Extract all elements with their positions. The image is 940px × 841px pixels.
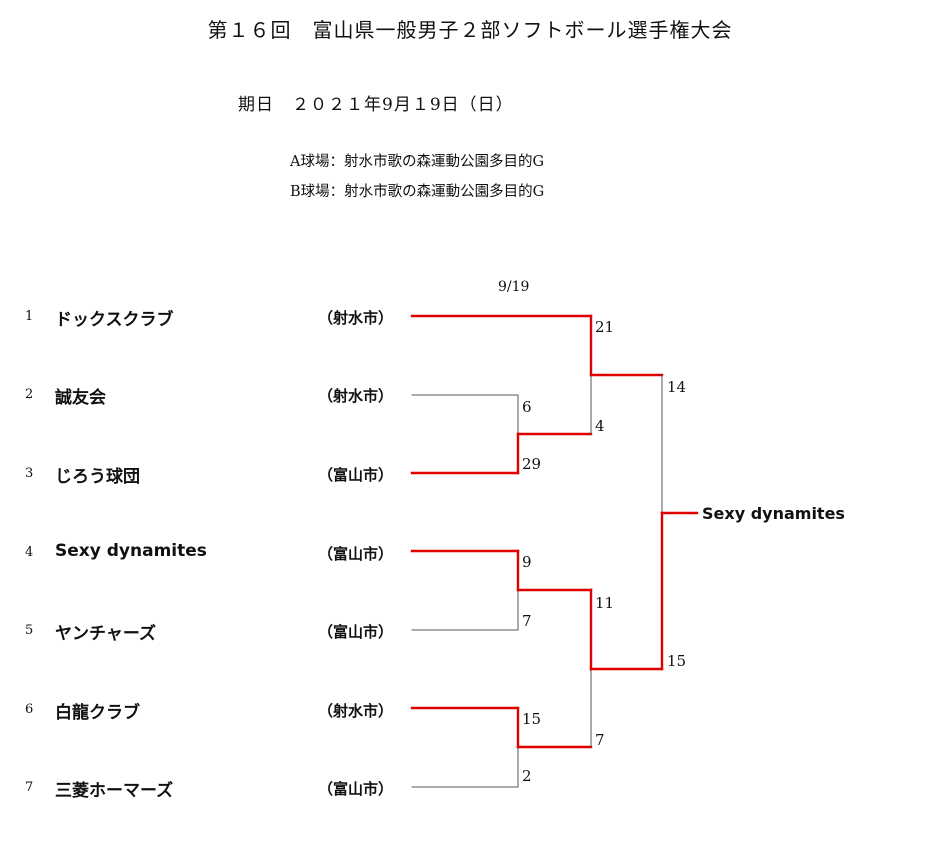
team-name: ヤンチャーズ — [55, 624, 156, 644]
team-city: （射水市） — [318, 387, 394, 405]
score-final-bottom: 15 — [667, 652, 687, 670]
team-number: 6 — [25, 702, 34, 717]
team-name: Sexy dynamites — [55, 541, 207, 561]
score-sf2-bottom: 7 — [595, 731, 605, 749]
venue-a: A球場：射水市歌の森運動公園多目的G — [290, 154, 545, 170]
team-city: （射水市） — [318, 309, 394, 327]
page-title: 第１６回 富山県一般男子２部ソフトボール選手権大会 — [207, 18, 733, 42]
team-city: （富山市） — [318, 545, 394, 563]
score-sf1-top: 21 — [595, 318, 615, 336]
team-name: じろう球団 — [55, 467, 140, 487]
team-city: （富山市） — [318, 780, 394, 798]
score-final-top: 14 — [667, 378, 687, 396]
team-city: （富山市） — [318, 623, 394, 641]
team-city: （富山市） — [318, 466, 394, 484]
team-number: 4 — [25, 545, 34, 560]
score-team2: 6 — [522, 398, 532, 416]
team-number: 7 — [25, 780, 34, 795]
score-team5: 7 — [522, 612, 532, 630]
team-number: 3 — [25, 466, 34, 481]
team-name: 白龍クラブ — [55, 703, 140, 723]
score-team4: 9 — [522, 553, 532, 571]
team-number: 1 — [25, 309, 34, 324]
score-sf2-top: 11 — [595, 594, 615, 612]
score-team6: 15 — [522, 710, 542, 728]
score-sf1-bottom: 4 — [595, 417, 605, 435]
team-name: 三菱ホーマーズ — [55, 781, 174, 801]
team-number: 5 — [25, 623, 34, 638]
team-name: 誠友会 — [55, 388, 106, 408]
score-team7: 2 — [522, 767, 532, 785]
champion-label: Sexy dynamites — [702, 504, 845, 523]
team-city: （射水市） — [318, 702, 394, 720]
team-name: ドックスクラブ — [55, 310, 174, 330]
round-date: 9/19 — [498, 279, 530, 295]
score-team3: 29 — [522, 455, 542, 473]
venue-b: B球場：射水市歌の森運動公園多目的G — [290, 184, 545, 200]
event-date: 期日 ２０２１年9月１9日（日） — [238, 95, 514, 115]
team-number: 2 — [25, 387, 34, 402]
